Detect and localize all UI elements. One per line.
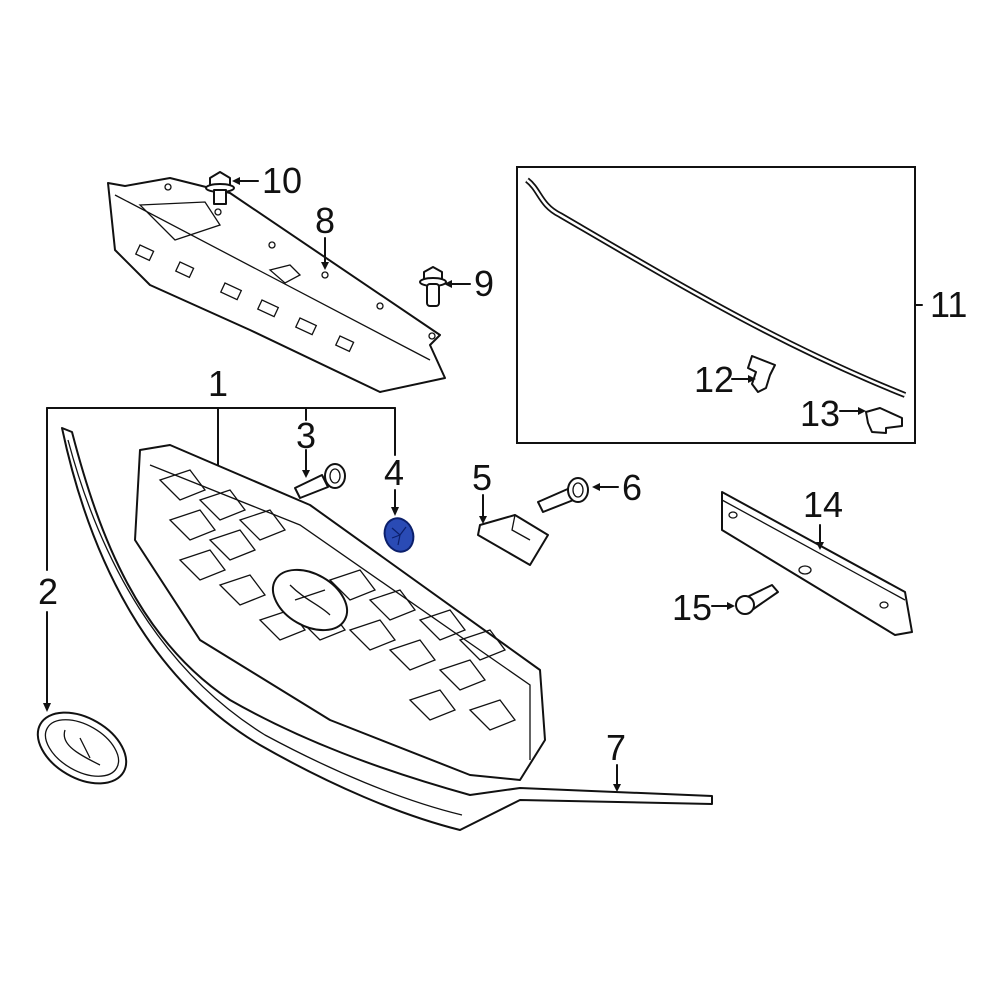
callout-5: 5 [472, 457, 493, 498]
callout-15: 15 [672, 587, 713, 628]
callout-7: 7 [606, 727, 627, 768]
push-pin-drawing [735, 584, 779, 615]
callout-1: 1 [208, 363, 229, 404]
callout-2: 2 [38, 571, 59, 612]
callout-11: 11 [930, 284, 968, 325]
grille-drawing [134, 444, 546, 781]
screw-3-drawing [294, 463, 346, 499]
lower-molding-drawing [61, 427, 713, 831]
callout-9: 9 [474, 263, 495, 304]
callout-4: 4 [384, 452, 405, 493]
callout-3: 3 [296, 415, 317, 456]
callout-12: 12 [694, 359, 735, 400]
callout-8: 8 [315, 200, 336, 241]
callout-14: 14 [803, 484, 844, 525]
license-bracket-drawing [721, 491, 913, 636]
bolt-6-drawing [537, 477, 589, 513]
callout-10: 10 [262, 160, 303, 201]
bolt-9-drawing [419, 266, 447, 307]
callout-6: 6 [622, 467, 643, 508]
bracket-5-drawing [477, 514, 549, 566]
bolt-10-drawing [205, 171, 235, 205]
upper-cover-panel-drawing [107, 177, 446, 393]
callout-13: 13 [800, 393, 841, 434]
emblem-drawing [36, 711, 128, 785]
clip-4-drawing [383, 517, 415, 553]
